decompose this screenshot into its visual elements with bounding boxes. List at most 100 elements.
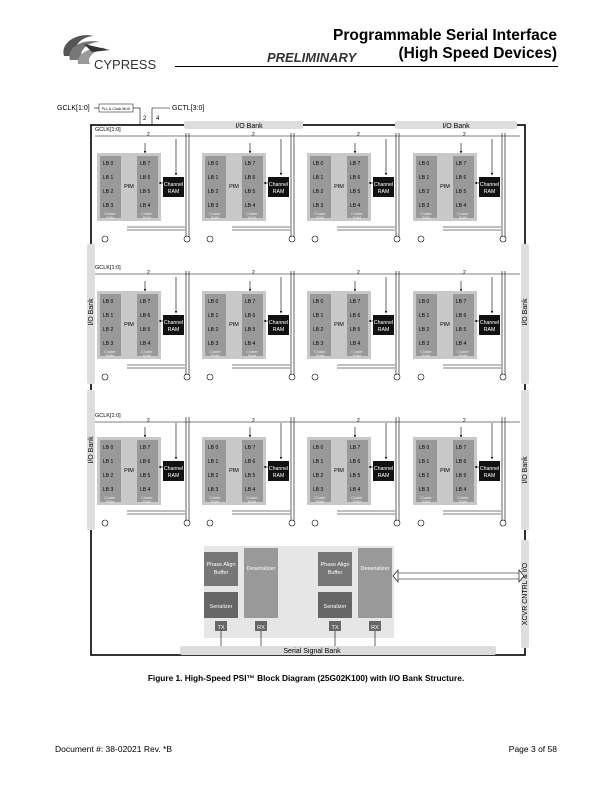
- channel-ram: [268, 461, 289, 481]
- cluster-ram-label: RAM: [316, 500, 324, 504]
- lb-column-left: [310, 156, 331, 218]
- logic-block-label: LB 7: [456, 445, 467, 451]
- logic-block-label: LB 3: [103, 487, 114, 493]
- logic-block-label: LB 7: [350, 299, 361, 305]
- logic-block-label: LB 1: [313, 313, 324, 319]
- document-number: Document #: 38-02021 Rev. *B: [55, 744, 173, 754]
- routing-switch: [183, 373, 191, 381]
- logic-block-label: LB 3: [419, 203, 430, 209]
- logic-block-label: LB 5: [140, 473, 151, 479]
- logic-block-label: LB 2: [419, 327, 430, 333]
- logic-block-label: LB 0: [313, 445, 324, 451]
- logic-block-label: LB 6: [140, 175, 151, 181]
- channel-ram: [479, 177, 500, 197]
- serializer-label: Serializer: [324, 604, 347, 610]
- pim-label: PIM: [334, 322, 344, 328]
- logic-block-label: LB 0: [103, 161, 114, 167]
- io-bank-label: I/O Bank: [88, 298, 95, 326]
- pim-label: PIM: [229, 468, 239, 474]
- phase-align-label: Buffer: [328, 570, 343, 576]
- channel-ram: [373, 315, 394, 335]
- bus-width: 2: [463, 270, 466, 276]
- logic-block-label: LB 2: [313, 189, 324, 195]
- serializer: [204, 592, 238, 618]
- serdes-blocks: Phase AlignBufferDeserializerSerializerT…: [204, 548, 392, 646]
- pim-label: PIM: [124, 184, 134, 190]
- logic-block-label: LB 6: [140, 459, 151, 465]
- routing-switch: [288, 235, 296, 243]
- lb-column-right: [347, 294, 368, 356]
- logic-block-label: LB 7: [456, 299, 467, 305]
- status-preliminary: PRELIMINARY: [267, 50, 357, 65]
- logic-block-label: LB 5: [245, 189, 256, 195]
- routing-switch: [311, 373, 319, 381]
- logic-block-label: LB 3: [208, 487, 219, 493]
- lb-column-right: [453, 294, 474, 356]
- io-bank-label: I/O Bank: [235, 123, 263, 130]
- pim-label: PIM: [440, 322, 450, 328]
- serial-signal-bank: [180, 646, 496, 655]
- bus-width: 2: [463, 418, 466, 424]
- logic-block-label: LB 4: [245, 203, 256, 209]
- cluster-ram-label: RAM: [211, 354, 219, 358]
- logic-block-label: LB 0: [103, 299, 114, 305]
- channel-ram-label: RAM: [168, 189, 180, 195]
- logic-block-label: LB 2: [313, 327, 324, 333]
- logic-block-label: LB 5: [350, 327, 361, 333]
- pim-label: PIM: [334, 468, 344, 474]
- logic-block-label: LB 1: [419, 313, 430, 319]
- io-bank-left-2: [87, 390, 95, 530]
- xcvr-bank: [521, 540, 529, 648]
- cluster-ram-label: Cluster: [420, 496, 432, 500]
- deserializer-label: Deserializer: [246, 566, 275, 572]
- logic-block-label: LB 3: [313, 487, 324, 493]
- phase-align-buffer: [318, 552, 352, 586]
- logic-block-label: LB 0: [313, 161, 324, 167]
- io-bank-top-left: [184, 121, 303, 129]
- logic-block-label: LB 2: [208, 327, 219, 333]
- logic-block-label: LB 0: [208, 161, 219, 167]
- cluster-ram-label: RAM: [422, 500, 430, 504]
- lb-column-left: [416, 294, 437, 356]
- lb-column-left: [205, 440, 226, 502]
- gclk-row-label: GCLK[1:0]: [95, 413, 121, 419]
- lb-column-left: [416, 156, 437, 218]
- logic-block-label: LB 5: [350, 189, 361, 195]
- bus-width: 2: [357, 418, 360, 424]
- routing-switch: [311, 235, 319, 243]
- logic-block-label: LB 0: [419, 445, 430, 451]
- cluster-ram-label: RAM: [316, 216, 324, 220]
- channel-ram-label: RAM: [484, 473, 496, 479]
- channel-ram: [163, 177, 184, 197]
- phase-align-label: Phase Align: [320, 562, 349, 568]
- logic-block-label: LB 1: [419, 175, 430, 181]
- cluster-ram-label: Cluster: [351, 496, 363, 500]
- bus-width: 2: [252, 270, 255, 276]
- channel-ram-label: Channel: [269, 320, 288, 326]
- cluster-ram-label: Cluster: [104, 496, 116, 500]
- logic-block-label: LB 0: [419, 299, 430, 305]
- routing-switch: [206, 519, 214, 527]
- logic-block-label: LB 7: [245, 299, 256, 305]
- serializer-label: Serializer: [210, 604, 233, 610]
- company-name: CYPRESS: [94, 57, 156, 72]
- bus-width: 2: [463, 132, 466, 138]
- logic-block-label: LB 1: [103, 459, 114, 465]
- logic-block-label: LB 5: [456, 327, 467, 333]
- logic-block-label: LB 7: [140, 445, 151, 451]
- io-bank-label: I/O Bank: [522, 456, 529, 484]
- logic-block-label: LB 2: [419, 473, 430, 479]
- logic-block-label: LB 5: [140, 189, 151, 195]
- cluster-ram-label: RAM: [353, 500, 361, 504]
- cypress-logo: CYPRESS: [63, 35, 156, 72]
- gctl-label: GCTL[3:0]: [172, 105, 204, 112]
- cluster-ram-label: RAM: [316, 354, 324, 358]
- routing-switch: [206, 373, 214, 381]
- lb-column-left: [100, 440, 121, 502]
- routing-switch: [499, 235, 507, 243]
- lb-column-right: [453, 156, 474, 218]
- lb-column-right: [242, 294, 263, 356]
- routing-switch: [499, 373, 507, 381]
- gclk-row-label: GCLK[1:0]: [95, 127, 121, 133]
- logic-block-label: LB 0: [208, 445, 219, 451]
